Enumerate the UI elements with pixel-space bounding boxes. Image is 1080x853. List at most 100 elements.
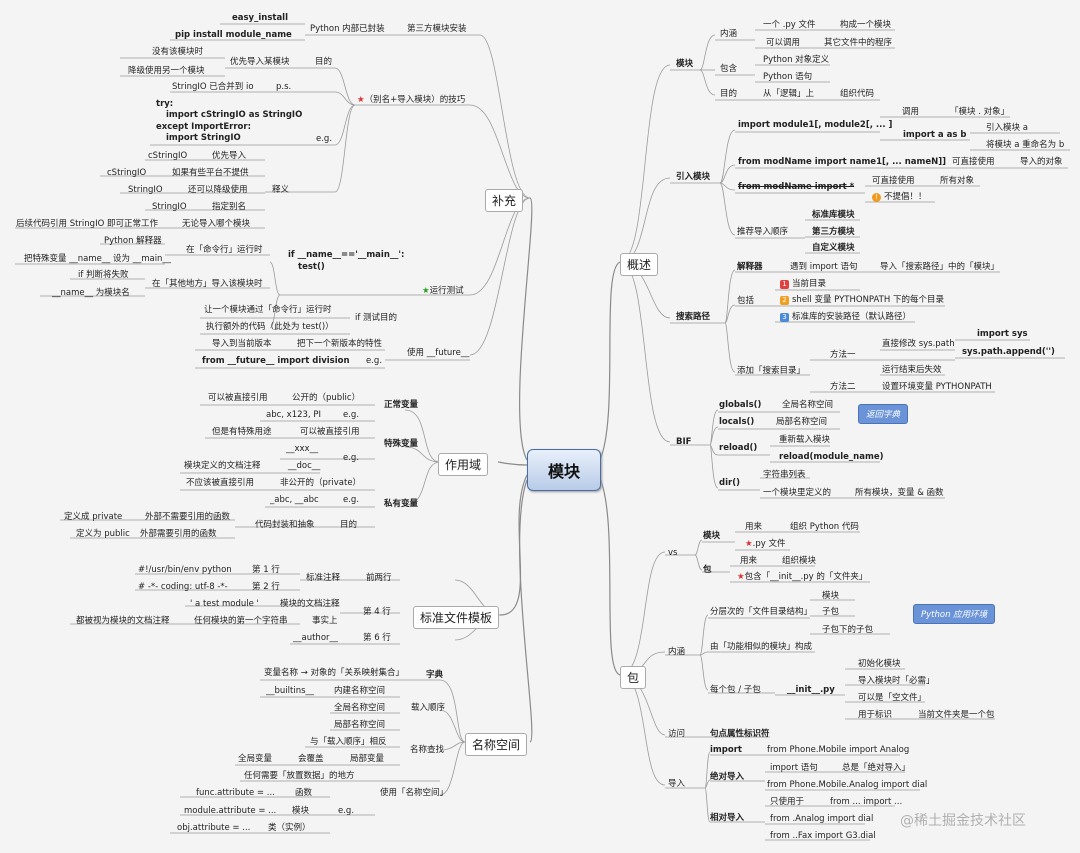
pk-absolute: 绝对导入 <box>710 772 745 782</box>
number-3-icon: 3 <box>780 313 789 322</box>
sc-p1b: 非公开的（private） <box>280 478 362 488</box>
sp-third-party: 第三方模块安装 <box>407 24 467 34</box>
tp-l4: ' a test module ' <box>190 599 259 609</box>
sc-p2: _abc, __abc <box>270 495 319 505</box>
sp-code2: import cStringIO as StringIO <box>166 110 303 120</box>
sp-cs5: 后续代码引用 StringIO 即可正常工作 <box>16 219 158 229</box>
sc-p4: 代码封装和抽象 <box>255 520 315 530</box>
sc-s1b: 可以被直接引用 <box>300 427 360 437</box>
ov-contains: 包含 <box>720 64 738 74</box>
pk-init: __init__.py <box>787 685 835 695</box>
pk-init1: 初始化模块 <box>858 659 901 669</box>
sc-s3b: __doc__ <box>288 461 321 471</box>
ns-mab: 模块 <box>292 806 310 816</box>
tp-doc-seen: 都被视为模块的文档注释 <box>76 616 170 626</box>
sp-cs2b: 如果有些平台不提供 <box>172 168 249 178</box>
ov-not-recommended: !不提倡！！ <box>872 192 927 203</box>
pk-vs: vs <box>668 548 678 558</box>
ov-m2: 可以调用 <box>766 38 801 48</box>
pk-meaning: 内涵 <box>668 647 686 657</box>
pk-composed: 由「功能相似的模块」构成 <box>710 642 813 652</box>
branch-namespace[interactable]: 名称空间 <box>465 733 528 756</box>
sp-code4: import StringIO <box>166 133 241 143</box>
tp-l4c: 第 4 行 <box>363 607 391 617</box>
ov-reload-sig: reload(module_name) <box>779 452 884 462</box>
central-topic[interactable]: 模块 <box>527 449 601 491</box>
ov-env-var: 设置环境变量 PYTHONPATH <box>882 382 992 392</box>
sp-no-module: 没有该模块时 <box>152 47 204 57</box>
pk-abs2: from Phone.Mobile.Analog import dial <box>767 780 928 790</box>
ov-o2: 第三方模块 <box>812 227 855 237</box>
ov-bif: BIF <box>676 437 692 447</box>
sp-cs3: StringIO <box>128 185 163 195</box>
sp-use-future: 使用 __future__ <box>407 348 470 358</box>
pk-org-code: 组织 Python 代码 <box>790 522 859 532</box>
branch-supplement[interactable]: 补充 <box>485 189 524 212</box>
sp-other-import: 在「其他地方」导入该模块时 <box>152 279 263 289</box>
tp-l6: __author__ <box>293 633 339 643</box>
branch-template[interactable]: 标准文件模板 <box>413 606 500 629</box>
sc-p3: 定义成 private <box>64 512 123 522</box>
tp-l1b: 第 1 行 <box>252 565 280 575</box>
ns-any-place: 任何需要「放置数据」的地方 <box>244 771 355 781</box>
branch-scope[interactable]: 作用域 <box>438 453 489 476</box>
sc-p4b: 目的 <box>340 520 358 530</box>
ns-lv: 局部变量 <box>350 754 385 764</box>
pk-rel2: from .Analog import dial <box>770 814 874 824</box>
ov-c2: Python 语句 <box>763 72 813 82</box>
pk-relative: 相对导入 <box>710 813 745 823</box>
ov-from1a: 可直接使用 <box>952 157 995 167</box>
sp-alias-trick: ★（别名+导入模块）的技巧 <box>357 95 466 105</box>
ov-direct-mod: 直接修改 sys.path <box>882 339 955 349</box>
ov-m2b: 其它文件中的程序 <box>824 38 893 48</box>
pk-access: 访问 <box>668 729 686 739</box>
sp-cs1b: 优先导入 <box>212 151 247 161</box>
sc-n2b: e.g. <box>343 410 360 420</box>
ov-o1: 标准库模块 <box>812 210 855 220</box>
pk-use: 用来 <box>745 522 763 532</box>
ov-order: 推荐导入顺序 <box>737 227 789 237</box>
tp-l1: #!/usr/bin/env python <box>138 565 232 575</box>
ov-import-module: 引入模块 <box>676 172 711 182</box>
ov-dir3: 所有模块，变量 & 函数 <box>855 488 944 498</box>
star-icon: ★ <box>745 539 753 549</box>
ov-import-sys: import sys <box>977 329 1028 339</box>
ov-add-dir: 添加「搜索目录」 <box>737 366 806 376</box>
ns-b2: 全局名称空间 <box>334 703 386 713</box>
ov-dir1: 字符串列表 <box>763 470 806 480</box>
sp-purpose: 目的 <box>315 57 333 67</box>
ov-globals: globals() <box>719 400 762 410</box>
ns-ma: module.attribute = ... <box>184 806 277 816</box>
watermark: @稀土掘金技术社区 <box>900 813 1026 829</box>
sp-easy-install: easy_install <box>232 13 289 23</box>
ov-meaning: 内涵 <box>720 29 738 39</box>
sp-if-main: if __name__=='__main__': <box>288 250 405 260</box>
pk-module: 模块 <box>703 531 721 541</box>
ov-as1: 引入模块 a <box>986 123 1028 133</box>
ov-call-v: 「模块 . 对象」 <box>950 107 1010 117</box>
ov-sys-append: sys.path.append('') <box>962 347 1055 357</box>
sc-n1: 可以被直接引用 <box>208 393 268 403</box>
sp-extra: 执行额外的代码（此处为 test()） <box>206 322 334 332</box>
sp-eg: e.g. <box>316 134 333 144</box>
sp-code3: except ImportError: <box>156 122 251 132</box>
pk-use2: 用来 <box>740 556 758 566</box>
branch-overview[interactable]: 概述 <box>620 253 659 276</box>
ov-reload-v: 重新载入模块 <box>779 435 831 445</box>
sp-cs2: cStringIO <box>107 168 147 178</box>
ns-lookup: 名称查找 <box>410 745 445 755</box>
sc-s2: __xxx__ <box>286 444 319 454</box>
ov-o3: 自定义模块 <box>812 243 855 253</box>
pk-pkg: 包 <box>703 565 712 575</box>
pk-h2: 子包 <box>822 607 840 617</box>
pk-abs1: import 语句 <box>770 763 818 773</box>
ov-p1b: 组织代码 <box>840 89 875 99</box>
ov-p1: 从「逻辑」上 <box>763 89 815 99</box>
branch-package[interactable]: 包 <box>620 666 647 689</box>
tp-std-comment: 标准注释 <box>306 573 341 583</box>
sc-s1: 但是有特殊用途 <box>212 427 272 437</box>
pk-rel1: 只使用于 <box>770 797 805 807</box>
sp-prefer: 优先导入某模块 <box>230 57 290 67</box>
sp-pip: pip install module_name <box>175 30 292 40</box>
